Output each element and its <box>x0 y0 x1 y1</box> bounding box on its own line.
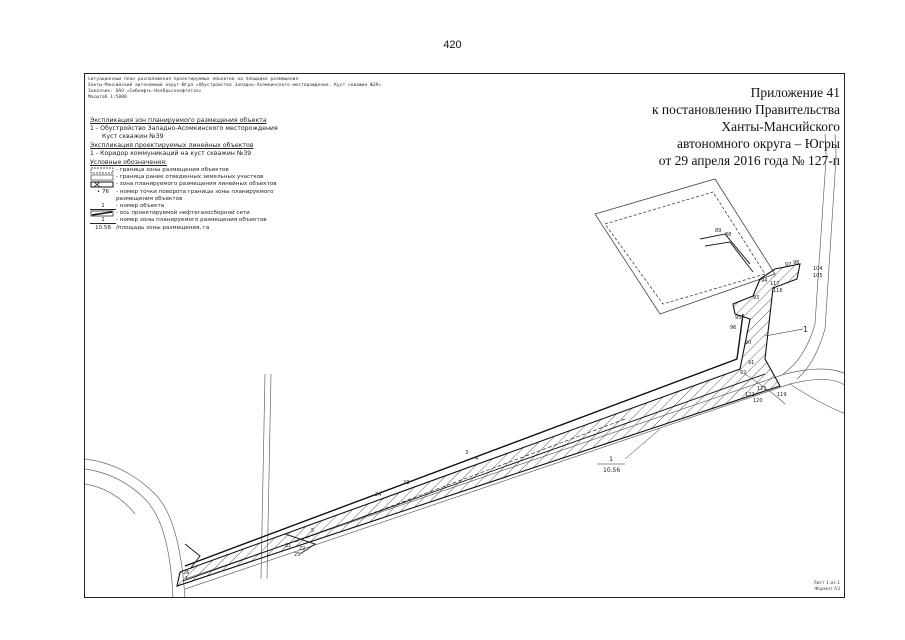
point-label: 89 <box>715 228 721 234</box>
zone-area-label: 10.56 <box>603 467 620 474</box>
map-frame: 1 1 10.56 104 105 116 117 119 120 121 12… <box>84 73 845 598</box>
legend-item-text: - граница ранее отведенных земельных уча… <box>116 174 264 181</box>
legend-item-text: - граница зоны размещения объектов <box>116 167 229 173</box>
point-label: 92 <box>740 370 746 376</box>
legend-item: - ось проектируемой нефтегазосборной сет… <box>90 210 350 217</box>
pad-outline <box>594 178 776 315</box>
header-note-line: Масштаб 1:5000 <box>88 95 127 100</box>
appendix-line: от 29 апреля 2016 года № 127-п <box>658 153 840 168</box>
point-label: 4 <box>475 456 478 462</box>
point-label: 97 <box>785 262 791 268</box>
point-label: 90 <box>745 340 751 346</box>
legend-section-title: Условные обозначения: <box>90 159 168 166</box>
point-label: 95 <box>735 315 741 321</box>
appendix-line: автономного округа – Югры <box>677 136 840 151</box>
legend-item-text: - номер точки поворота границы зоны план… <box>116 188 274 195</box>
legend: Экспликация зон планируемого размещения … <box>90 116 350 232</box>
zone-number-symbol: 1 <box>90 217 116 225</box>
point-label: 98 <box>793 260 799 266</box>
legend-line: 1 - Коридор коммуникаций на куст скважин… <box>90 150 252 157</box>
point-label: 1 <box>185 576 188 582</box>
appendix-line: Приложение 41 <box>750 85 840 100</box>
land-plot-border-symbol <box>90 174 116 181</box>
point-label: 105 <box>813 273 823 279</box>
header-note-line: Заказчик: ОАО «Сибнефть-Ноябрьскнефтегаз… <box>88 89 202 94</box>
sheet-footer: Лист 1 из 1 Формат А3 <box>813 581 840 593</box>
branch-lines <box>184 233 754 570</box>
point-label: 116 <box>773 288 783 294</box>
turn-point-symbol: • 76 <box>96 188 110 195</box>
header-note-line: Ханты-Мансийский автономный округ-Югра «… <box>88 83 382 88</box>
legend-item: размещения объектов <box>90 196 350 203</box>
legend-item: 1 - номер объекта <box>90 203 350 211</box>
header-note-line: Ситуационный план расположения проектиру… <box>88 77 299 82</box>
zone-number-label: 1 <box>609 455 613 463</box>
point-label: 21 <box>285 543 291 549</box>
sheet-format: Формат А3 <box>814 587 840 592</box>
legend-item: 1 - номер зоны планируемого размещения о… <box>90 217 350 225</box>
object-number-label: 1 <box>803 325 808 334</box>
legend-item-text: размещения объектов <box>116 195 183 202</box>
legend-item-text: - зона планируемого размещения линейных … <box>116 181 277 188</box>
legend-item: - граница зоны размещения объектов <box>90 167 350 174</box>
map-labels: 1 1 10.56 104 105 116 117 119 120 121 12… <box>183 228 823 582</box>
appendix-title: Приложение 41 к постановлению Правительс… <box>585 84 840 169</box>
legend-item: - граница ранее отведенных земельных уча… <box>90 174 350 181</box>
sheet-number: Лист 1 из 1 <box>813 581 840 586</box>
page-number: 420 <box>443 39 462 51</box>
point-label: 3 <box>465 450 468 456</box>
point-label: 26 <box>183 570 189 576</box>
object-number-symbol: 1 <box>90 203 116 211</box>
legend-line: Куст скважин №39 <box>102 133 164 140</box>
legend-item-text: - ось проектируемой нефтегазосборной сет… <box>116 210 250 217</box>
point-label: 120 <box>753 398 763 404</box>
linear-zone-symbol <box>90 181 116 188</box>
point-label: 96 <box>730 325 736 331</box>
zone-corridor <box>176 263 801 587</box>
point-label: 119 <box>777 392 787 398</box>
point-label: 94 <box>761 278 767 284</box>
legend-item: 10.56 /площадь зоны размещения, га <box>90 225 350 232</box>
point-label: 25 <box>294 552 300 558</box>
header-notes: Ситуационный план расположения проектиру… <box>88 77 428 101</box>
legend-line: 1 - Обустройство Западно-Асомкинского ме… <box>90 125 278 132</box>
situation-map: 1 1 10.56 104 105 116 117 119 120 121 12… <box>85 133 844 597</box>
legend-section-title: Экспликация зон планируемого размещения … <box>90 117 267 124</box>
zone-area-symbol: 10.56 <box>94 224 111 231</box>
point-label: 23 <box>403 480 409 486</box>
point-label: 122 <box>745 392 755 398</box>
point-label: 104 <box>813 266 823 272</box>
legend-item-text: /площадь зоны размещения, га <box>116 224 210 231</box>
point-label: 88 <box>725 232 731 238</box>
legend-section-title: Экспликация проектируемых линейных объек… <box>90 142 254 149</box>
appendix-line: к постановлению Правительства <box>651 102 840 117</box>
point-label: 91 <box>748 360 754 366</box>
pipeline-axis-symbol <box>90 210 116 217</box>
legend-item: - зона планируемого размещения линейных … <box>90 181 350 188</box>
point-label: 22 <box>299 546 305 552</box>
point-label: 5 <box>311 528 314 534</box>
point-label: 117 <box>770 281 780 287</box>
point-label: 121 <box>757 386 767 392</box>
point-label: 24 <box>375 492 381 498</box>
appendix-line: Ханты-Мансийского <box>721 119 840 134</box>
legend-item-text: - номер зоны планируемого размещения объ… <box>116 217 267 224</box>
legend-item: • 76 - номер точки поворота границы зоны… <box>90 189 350 196</box>
zone-border-symbol <box>90 167 116 174</box>
legend-item-text: - номер объекта <box>116 203 165 210</box>
point-label: 93 <box>753 295 759 301</box>
